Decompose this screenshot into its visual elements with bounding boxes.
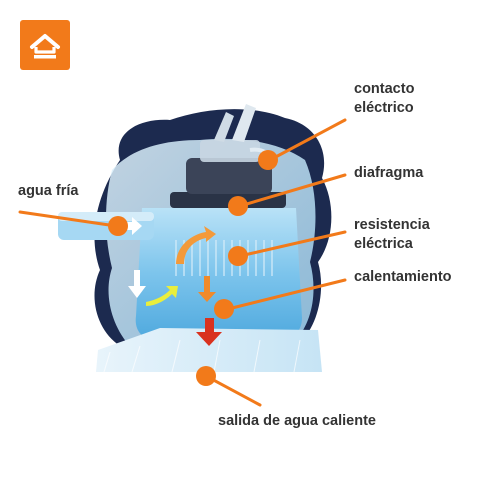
- inlet-arrow: [120, 217, 142, 235]
- label-diafragma: diafragma: [354, 165, 424, 181]
- diaphragm-dot: [228, 196, 248, 216]
- label-line: resistencia: [354, 217, 430, 233]
- cold-flow-arrow: [146, 286, 178, 306]
- water-chamber: [135, 208, 302, 340]
- cold-water-dot: [108, 216, 128, 236]
- label-agua-fria: agua fría: [18, 183, 79, 199]
- house-check-icon: [30, 34, 60, 59]
- hot-water-outlet: [96, 328, 322, 372]
- diaphragm-plate: [170, 192, 286, 208]
- heating-dot: [214, 299, 234, 319]
- resistance-dot: [228, 246, 248, 266]
- outlet-dot: [196, 366, 216, 386]
- label-line: eléctrico: [354, 100, 414, 116]
- leader-lines: [18, 118, 347, 407]
- brand-logo[interactable]: [20, 20, 70, 70]
- hot-down-arrow: [196, 318, 222, 346]
- label-line: contacto: [354, 81, 415, 97]
- warm-curve-arrow: [176, 226, 216, 264]
- warm-down-arrow: [198, 276, 216, 302]
- label-resistencia-electrica: resistencia eléctrica: [354, 216, 430, 254]
- cold-down-arrow: [128, 270, 146, 298]
- resistance-coil: [175, 240, 273, 276]
- contact-dot: [258, 150, 278, 170]
- label-line: eléctrica: [354, 236, 413, 252]
- callout-dots: [108, 150, 278, 386]
- label-salida-agua-caliente: salida de agua caliente: [218, 413, 376, 429]
- contact-housing: [186, 158, 272, 194]
- label-calentamiento: calentamiento: [354, 269, 452, 285]
- label-contacto-electrico: contacto eléctrico: [354, 80, 414, 118]
